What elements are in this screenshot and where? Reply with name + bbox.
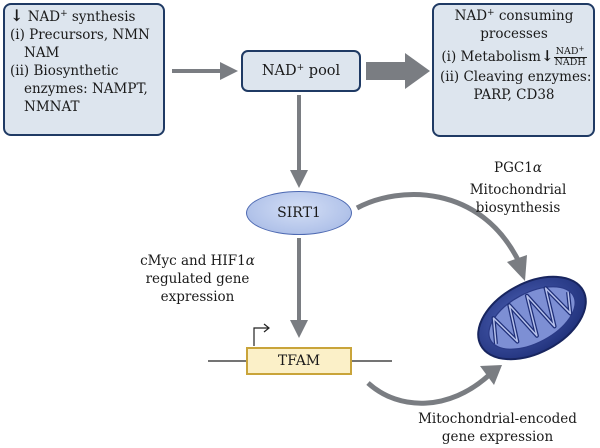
consuming-line5: PARP, CD38 <box>473 87 555 103</box>
metabolism-text: (i) Metabolism <box>441 49 541 65</box>
pgc-line1: PGC1α <box>458 159 578 177</box>
arrow-sirt1-to-tfam <box>290 238 308 338</box>
synthesis-title-sup: + <box>60 9 68 19</box>
ratio-denominator: NADH <box>554 57 586 68</box>
pool-label: NAD+ pool <box>262 62 340 80</box>
tfam-label: TFAM <box>277 353 321 369</box>
consuming-title-sup: + <box>487 8 495 18</box>
synthesis-line3: (ii) Biosynthetic <box>10 63 119 79</box>
ratio-numerator: NAD <box>555 46 579 57</box>
nad-synthesis-box: ↓ NAD+ synthesis (i) Precursors, NMN NAM… <box>3 3 165 136</box>
cmyc-line1-text: cMyc and HIF1 <box>140 253 246 269</box>
transcription-start-icon <box>253 323 270 346</box>
cmyc-line3: expression <box>160 289 235 305</box>
synthesis-line2: NAM <box>24 45 60 61</box>
consuming-metabolism: (i) Metabolism↓NAD+ NADH <box>440 45 588 68</box>
mito-expr-line2: gene expression <box>441 429 554 445</box>
ratio-numerator-sup: + <box>578 45 585 53</box>
arrow-sirt1-to-mitochondria <box>355 192 527 281</box>
nad-consuming-box: NAD+ consuming processes (i) Metabolism↓… <box>432 3 595 137</box>
sirt1-label: SIRT1 <box>277 205 321 221</box>
arrow-pool-to-consuming <box>366 53 430 89</box>
pool-label-sup: + <box>296 63 305 73</box>
tfam-gene-box: TFAM <box>246 347 352 375</box>
pgc-line2: Mitochondrial <box>469 182 567 198</box>
synthesis-line4: enzymes: NAMPT, <box>24 81 148 97</box>
mitochondrion-icon <box>477 275 587 361</box>
cmyc-alpha: α <box>245 253 255 269</box>
consuming-title-rest: consuming <box>494 8 574 24</box>
synthesis-line5: NMNAT <box>24 99 80 115</box>
pgc-line3: biosynthesis <box>475 200 561 216</box>
pgc1a-label: PGC1α Mitochondrial biosynthesis <box>458 159 578 217</box>
synthesis-line1: (i) Precursors, NMN <box>10 27 150 43</box>
mito-expr-line1: Mitochondrial-encoded <box>418 411 577 427</box>
cmyc-hif1a-label: cMyc and HIF1α regulated gene expression <box>130 252 265 306</box>
synthesis-title-rest: synthesis <box>67 9 136 25</box>
synthesis-title: ↓ NAD+ synthesis <box>10 7 157 26</box>
down-arrow-icon: ↓ <box>540 47 554 65</box>
pool-label-text: NAD <box>261 63 297 79</box>
mito-encoded-label: Mitochondrial-encoded gene expression <box>410 410 585 446</box>
consuming-line2: processes <box>480 26 548 42</box>
arrow-synthesis-to-pool <box>172 62 238 80</box>
consuming-line4: (ii) Cleaving enzymes: <box>440 69 592 85</box>
sirt1-node: SIRT1 <box>246 191 352 235</box>
synthesis-title-text: NAD <box>27 9 61 25</box>
consuming-title-text: NAD <box>454 8 488 24</box>
pgc-line1-text: PGC1 <box>494 160 533 176</box>
nad-pool-box: NAD+ pool <box>241 50 361 92</box>
pool-label-rest: pool <box>304 63 341 79</box>
down-arrow-icon: ↓ <box>10 6 24 25</box>
pgc-alpha: α <box>532 160 542 176</box>
arrow-pool-to-sirt1 <box>290 95 308 188</box>
consuming-title: NAD+ consuming <box>440 7 588 25</box>
cmyc-line1: cMyc and HIF1α <box>130 252 265 270</box>
nad-nadh-ratio: NAD+ NADH <box>553 45 587 68</box>
cmyc-line2: regulated gene <box>145 271 250 287</box>
arrow-tfam-to-mitochondria <box>366 365 502 406</box>
